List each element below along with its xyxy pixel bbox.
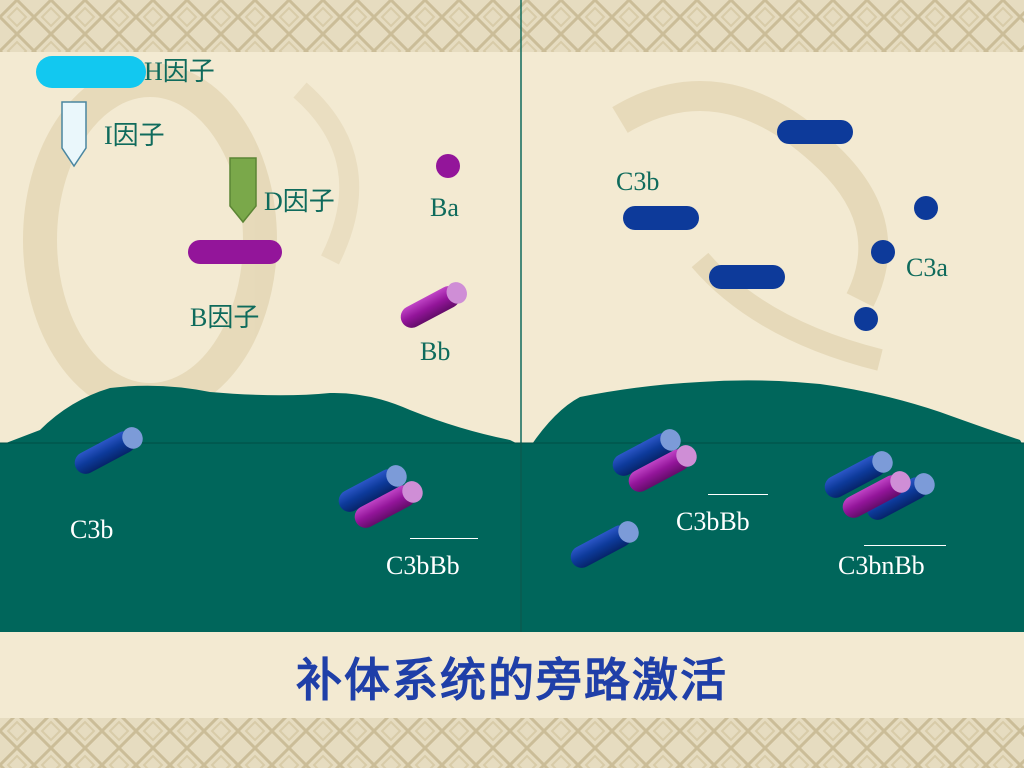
c3bbb-complex-left bbox=[338, 465, 423, 528]
d-factor-shape bbox=[229, 157, 257, 224]
bb-cylinder bbox=[400, 282, 467, 328]
c3a-sphere-3 bbox=[854, 307, 878, 331]
c3bnbb-complex-right bbox=[824, 451, 935, 520]
title-band bbox=[0, 632, 1024, 718]
c3bbb-right-overline bbox=[708, 494, 768, 495]
c3b-bound-cylinder-right bbox=[570, 521, 639, 568]
page-title: 补体系统的旁路激活 bbox=[296, 653, 728, 707]
c3b-bar-1 bbox=[777, 120, 853, 144]
c3bbb-complex-right bbox=[612, 429, 697, 492]
c3b-bound-cylinder-left bbox=[74, 427, 143, 474]
c3bbb-left-overline bbox=[410, 538, 478, 539]
ba-label: Ba bbox=[430, 193, 459, 222]
c3bbb-label-right: C3bBb bbox=[676, 507, 750, 536]
c3b-bar-2 bbox=[623, 206, 699, 230]
c3a-sphere-1 bbox=[914, 196, 938, 220]
h-factor-label: H因子 bbox=[144, 57, 215, 86]
c3a-label: C3a bbox=[906, 253, 948, 282]
c3bnbb-overline bbox=[864, 545, 946, 546]
d-factor-label: D因子 bbox=[264, 187, 335, 216]
ba-sphere bbox=[436, 154, 460, 178]
membrane-hill-right bbox=[530, 380, 1024, 447]
bottom-border bbox=[0, 718, 1024, 768]
top-border bbox=[0, 0, 1024, 52]
i-factor-label: I因子 bbox=[104, 121, 165, 150]
c3bnbb-label: C3bnBb bbox=[838, 551, 925, 580]
h-factor-shape bbox=[36, 56, 146, 88]
i-factor-shape bbox=[61, 101, 87, 168]
c3bbb-label-left: C3bBb bbox=[386, 551, 460, 580]
bb-label: Bb bbox=[420, 337, 451, 366]
b-factor-label: B因子 bbox=[190, 303, 260, 332]
c3b-bar-3 bbox=[709, 265, 785, 289]
b-factor-shape bbox=[188, 240, 282, 264]
c3a-sphere-2 bbox=[871, 240, 895, 264]
c3b-free-label: C3b bbox=[616, 167, 660, 196]
c3b-bound-label-left: C3b bbox=[70, 515, 114, 544]
